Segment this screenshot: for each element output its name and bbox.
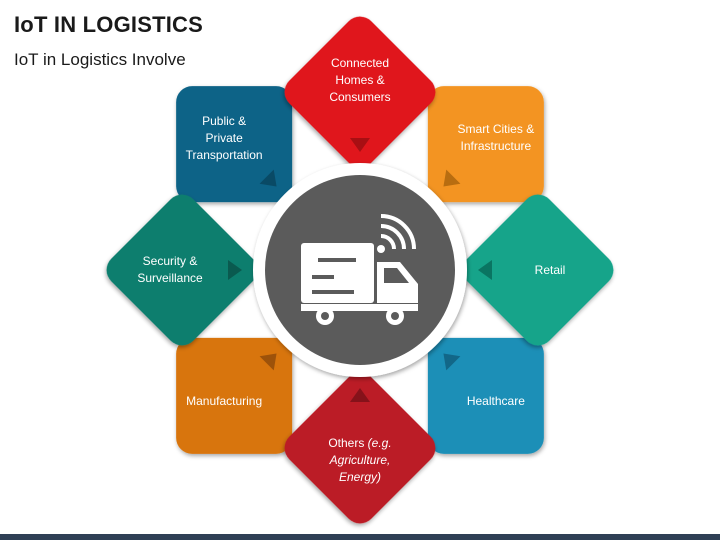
- segment-others-shape: [284, 372, 436, 524]
- segment-healthcare-pointer: [443, 353, 461, 371]
- delivery-truck-wifi-icon: [301, 214, 418, 325]
- segment-security-pointer: [228, 260, 242, 280]
- segment-smart-cities-shape: [427, 86, 544, 203]
- segment-others: [284, 372, 436, 524]
- segment-transportation: [176, 86, 293, 203]
- segment-security: [106, 194, 258, 346]
- slide-title: IoT IN LOGISTICS: [14, 12, 203, 37]
- segment-retail-shape: [462, 194, 614, 346]
- segment-connected-homes-pointer: [350, 138, 370, 152]
- segment-smart-cities-pointer: [443, 169, 461, 187]
- segment-smart-cities: [427, 86, 544, 203]
- segment-healthcare: [427, 337, 544, 454]
- segment-others-pointer: [350, 388, 370, 402]
- segment-retail-pointer: [478, 260, 492, 280]
- segment-connected-homes-shape: [284, 16, 436, 168]
- slide-subtitle: IoT in Logistics Involve: [14, 50, 186, 69]
- segments-layer: [106, 16, 614, 524]
- segment-others-label: Others (e.g.Agriculture,Energy): [328, 435, 392, 484]
- footer-bar: [0, 534, 720, 540]
- segment-healthcare-label: Healthcare: [466, 394, 525, 409]
- segment-transportation-pointer: [259, 169, 277, 187]
- segment-connected-homes: [284, 16, 436, 168]
- segment-retail: [462, 194, 614, 346]
- segment-manufacturing-label: Manufacturing: [186, 394, 263, 409]
- segment-manufacturing: [176, 337, 293, 454]
- segment-manufacturing-pointer: [259, 353, 277, 371]
- segment-healthcare-shape: [427, 337, 544, 454]
- segment-security-shape: [106, 194, 258, 346]
- center-hub: [253, 163, 467, 377]
- segment-retail-label: Retail: [534, 262, 566, 277]
- segment-smart-cities-label: Smart Cities &Infrastructure: [457, 122, 535, 154]
- segment-security-label: Security &Surveillance: [137, 254, 203, 285]
- segment-transportation-shape: [176, 86, 293, 203]
- segment-manufacturing-shape: [176, 337, 293, 454]
